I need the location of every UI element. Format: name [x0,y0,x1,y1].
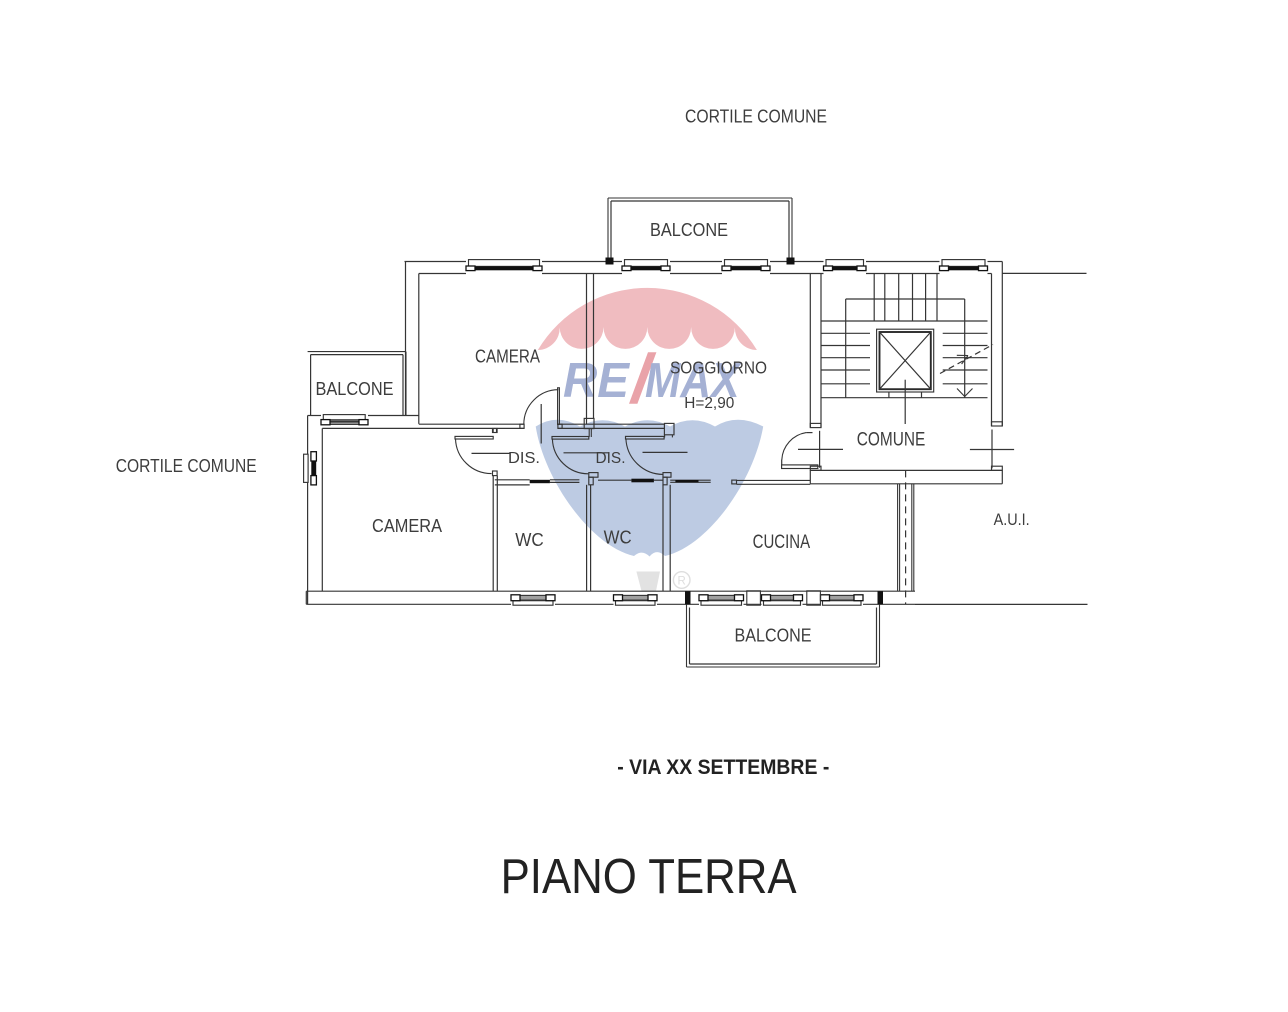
svg-text:DIS.: DIS. [596,450,626,467]
svg-text:COMUNE: COMUNE [857,430,926,451]
svg-text:CORTILE COMUNE: CORTILE COMUNE [116,455,257,476]
svg-text:R: R [678,575,686,587]
svg-text:CUCINA: CUCINA [753,532,811,553]
svg-text:- VIA XX SETTEMBRE -: - VIA XX SETTEMBRE - [617,756,829,779]
svg-text:RE: RE [563,354,630,408]
svg-text:CAMERA: CAMERA [372,515,443,536]
svg-text:CAMERA: CAMERA [475,346,541,367]
svg-text:BALCONE: BALCONE [650,219,728,240]
svg-text:BALCONE: BALCONE [735,625,812,646]
svg-text:BALCONE: BALCONE [316,378,394,399]
svg-text:CORTILE COMUNE: CORTILE COMUNE [685,106,827,127]
svg-text:SOGGIORNO: SOGGIORNO [670,357,767,377]
svg-text:WC: WC [515,529,544,550]
svg-text:MAX: MAX [645,354,742,408]
svg-text:PIANO TERRA: PIANO TERRA [501,849,797,904]
svg-text:A.U.I.: A.U.I. [994,511,1030,529]
svg-text:H=2,90: H=2,90 [684,395,734,412]
svg-text:DIS.: DIS. [508,450,540,467]
svg-text:WC: WC [604,527,632,548]
